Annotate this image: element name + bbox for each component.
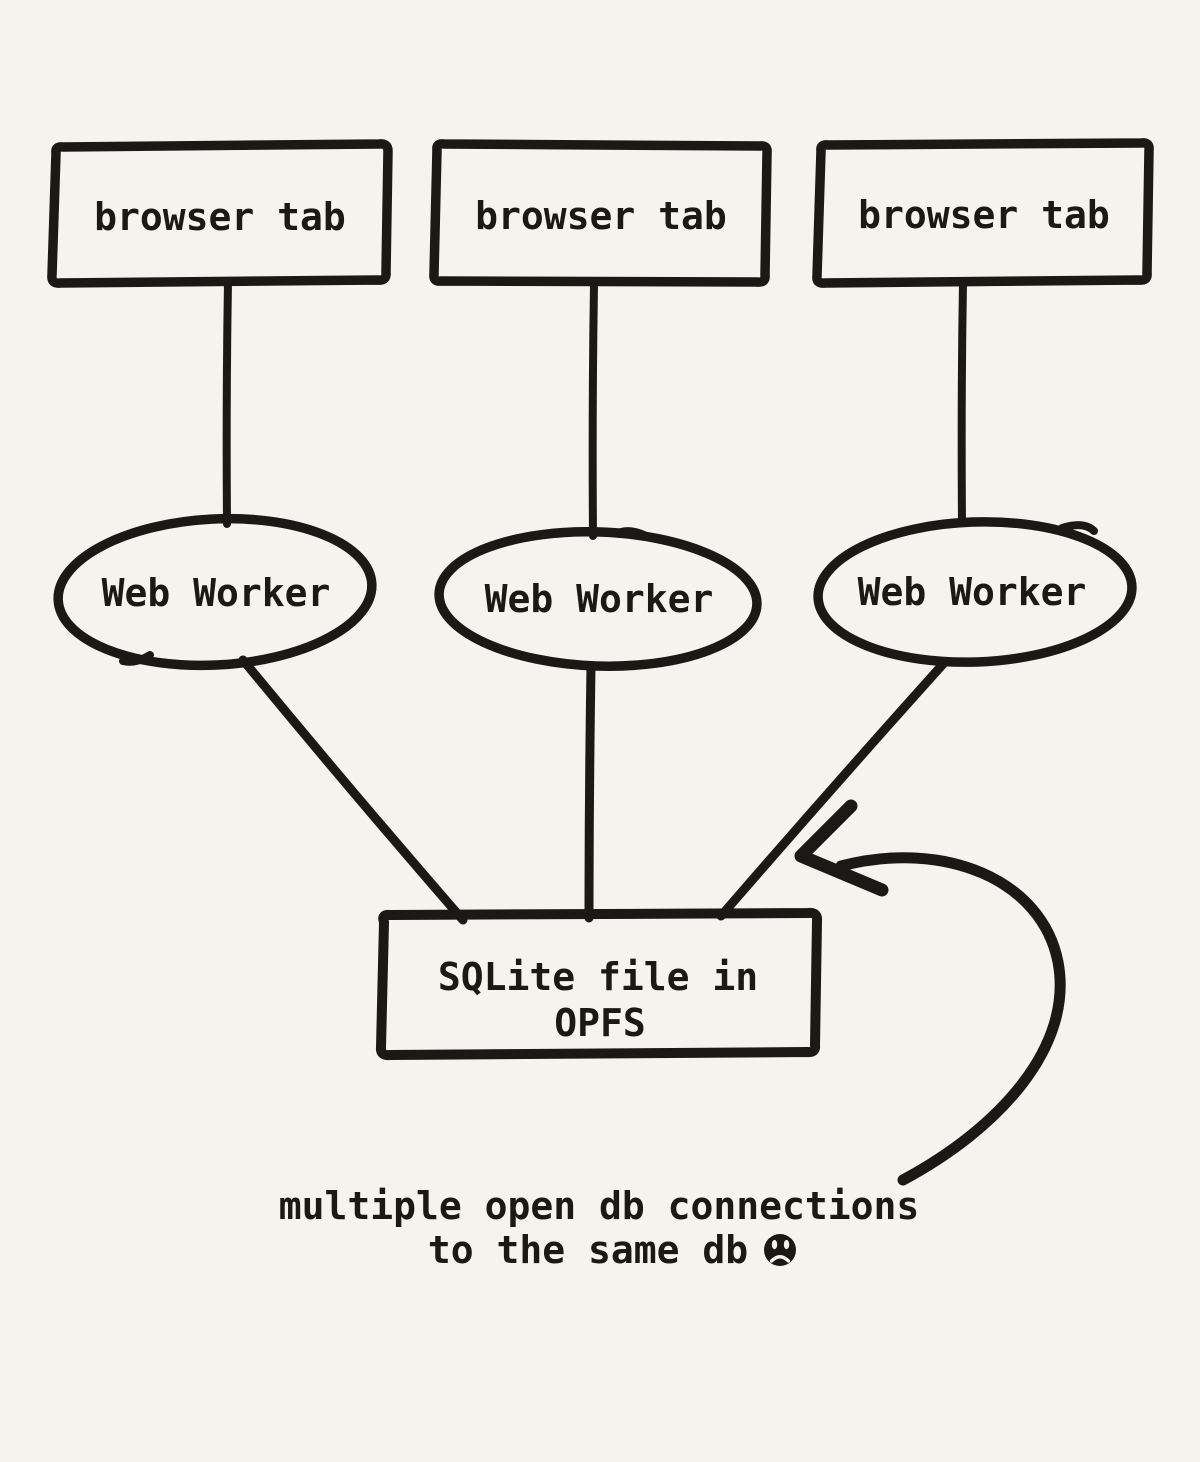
web-worker-node-3: Web Worker [813, 517, 1137, 667]
browser-tab-box [47, 139, 393, 288]
ellipse-overlap-stroke [617, 527, 652, 541]
ellipse-overlap-stroke [119, 651, 154, 666]
face-circle [764, 1234, 796, 1266]
browser-tab-label: browser tab [858, 193, 1110, 237]
face-frown [769, 1255, 791, 1263]
annotation-arrow [794, 799, 1066, 1186]
edge-worker2-sqlite [584, 661, 596, 923]
sqlite-node: SQLite file in OPFS [375, 907, 823, 1061]
sqlite-label-line1: SQLite file in [438, 955, 758, 999]
caption-line2: to the same db [428, 1228, 748, 1272]
web-worker-node-1: Web Worker [53, 513, 377, 671]
browser-tab-box [429, 139, 772, 287]
arrowhead-icon [794, 799, 889, 897]
face-eye-right [783, 1239, 790, 1250]
browser-tab-label: browser tab [94, 195, 346, 239]
web-worker-ellipse [53, 513, 377, 671]
edge-worker1-sqlite [238, 655, 468, 925]
ellipse-overlap-stroke [1058, 521, 1098, 535]
arrow-curve [835, 852, 1066, 1186]
web-worker-label: Web Worker [485, 577, 714, 621]
edge-worker3-sqlite [716, 658, 949, 921]
sqlite-label-line2: OPFS [554, 1001, 646, 1045]
browser-tab-node-1: browser tab [47, 139, 393, 288]
web-worker-label: Web Worker [858, 570, 1087, 614]
caption-line1: multiple open db connections [279, 1184, 920, 1228]
face-eye-left [771, 1239, 778, 1250]
frowning-face-icon [764, 1234, 796, 1266]
sqlite-box [375, 907, 823, 1061]
browser-tab-node-2: browser tab [429, 139, 772, 287]
edge-tab3-worker3 [957, 278, 967, 527]
web-worker-node-2: Web Worker [434, 527, 762, 671]
web-worker-label: Web Worker [102, 571, 331, 615]
web-worker-ellipse [434, 527, 762, 671]
edge-tab1-worker1 [222, 277, 232, 528]
browser-tab-label: browser tab [475, 194, 727, 238]
browser-tab-node-3: browser tab [812, 138, 1154, 288]
edge-tab2-worker2 [588, 280, 598, 540]
browser-tab-box [812, 138, 1154, 288]
caption: multiple open db connections to the same… [279, 1184, 920, 1272]
web-worker-ellipse [813, 517, 1137, 667]
